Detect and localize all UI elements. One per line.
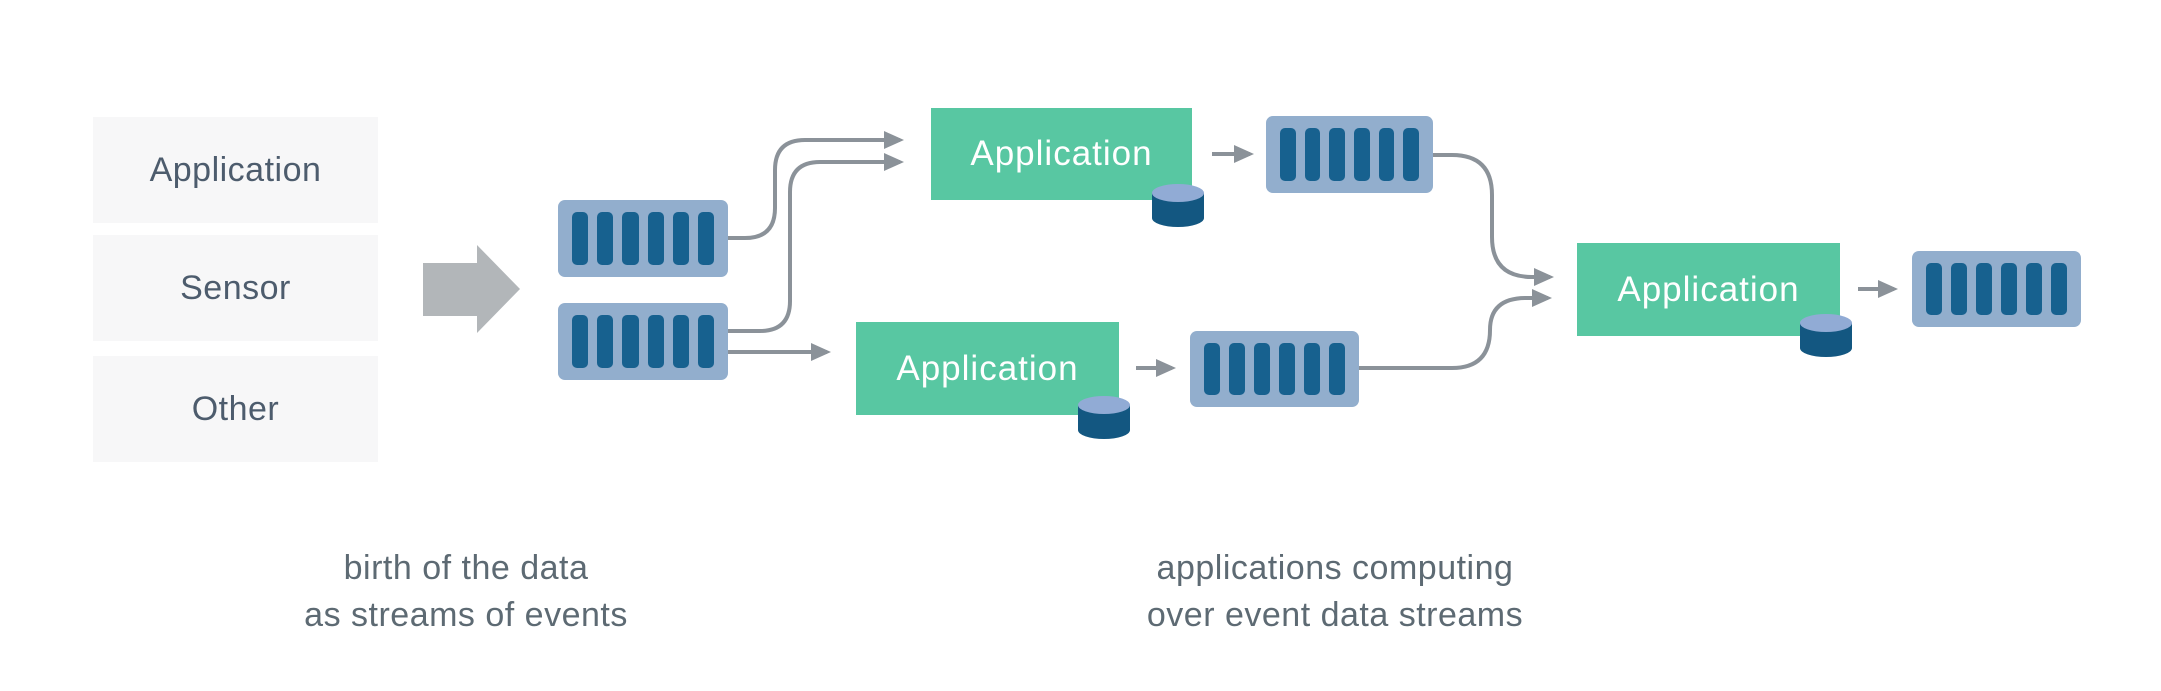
database-cylinder-icon [1078,396,1130,439]
caption-line: applications computing [1156,549,1514,587]
source-box-sensor: Sensor [93,235,378,341]
stream-icon-derived-top [1266,116,1433,193]
stream-icon-derived-bottom [1190,331,1359,407]
stream-icon-output [1912,251,2081,327]
connector-stream1-to-app-top [727,131,904,240]
stream-icon-source-top [558,200,728,277]
right-block-arrow-icon [423,245,520,333]
source-label: Application [149,150,322,189]
app-node-label: Application [896,348,1079,388]
source-label: Other [191,389,280,428]
app-node-label: Application [970,134,1153,173]
caption-line: over event data streams [1146,596,1524,634]
app-node-label: Application [1617,269,1800,309]
caption-apps-computing: applications computing over event data s… [1085,545,1585,639]
caption-birth-of-data: birth of the data as streams of events [216,545,716,639]
database-cylinder-icon [1152,184,1204,227]
stream-icon-source-bottom [558,303,728,380]
source-label: Sensor [180,268,291,307]
connector-derived-bottom-to-app-final [1359,289,1552,370]
source-box-application: Application [93,117,378,223]
app-node-bottom: Application [856,322,1119,415]
connector-stream2-to-app-top [727,153,904,333]
app-node-top: Application [931,108,1192,200]
caption-line: birth of the data [343,549,589,587]
database-cylinder-icon [1800,314,1852,357]
app-node-final: Application [1577,243,1840,336]
connector-derived-top-to-app-final [1433,153,1554,286]
caption-line: as streams of events [304,596,628,634]
source-box-other: Other [93,356,378,462]
